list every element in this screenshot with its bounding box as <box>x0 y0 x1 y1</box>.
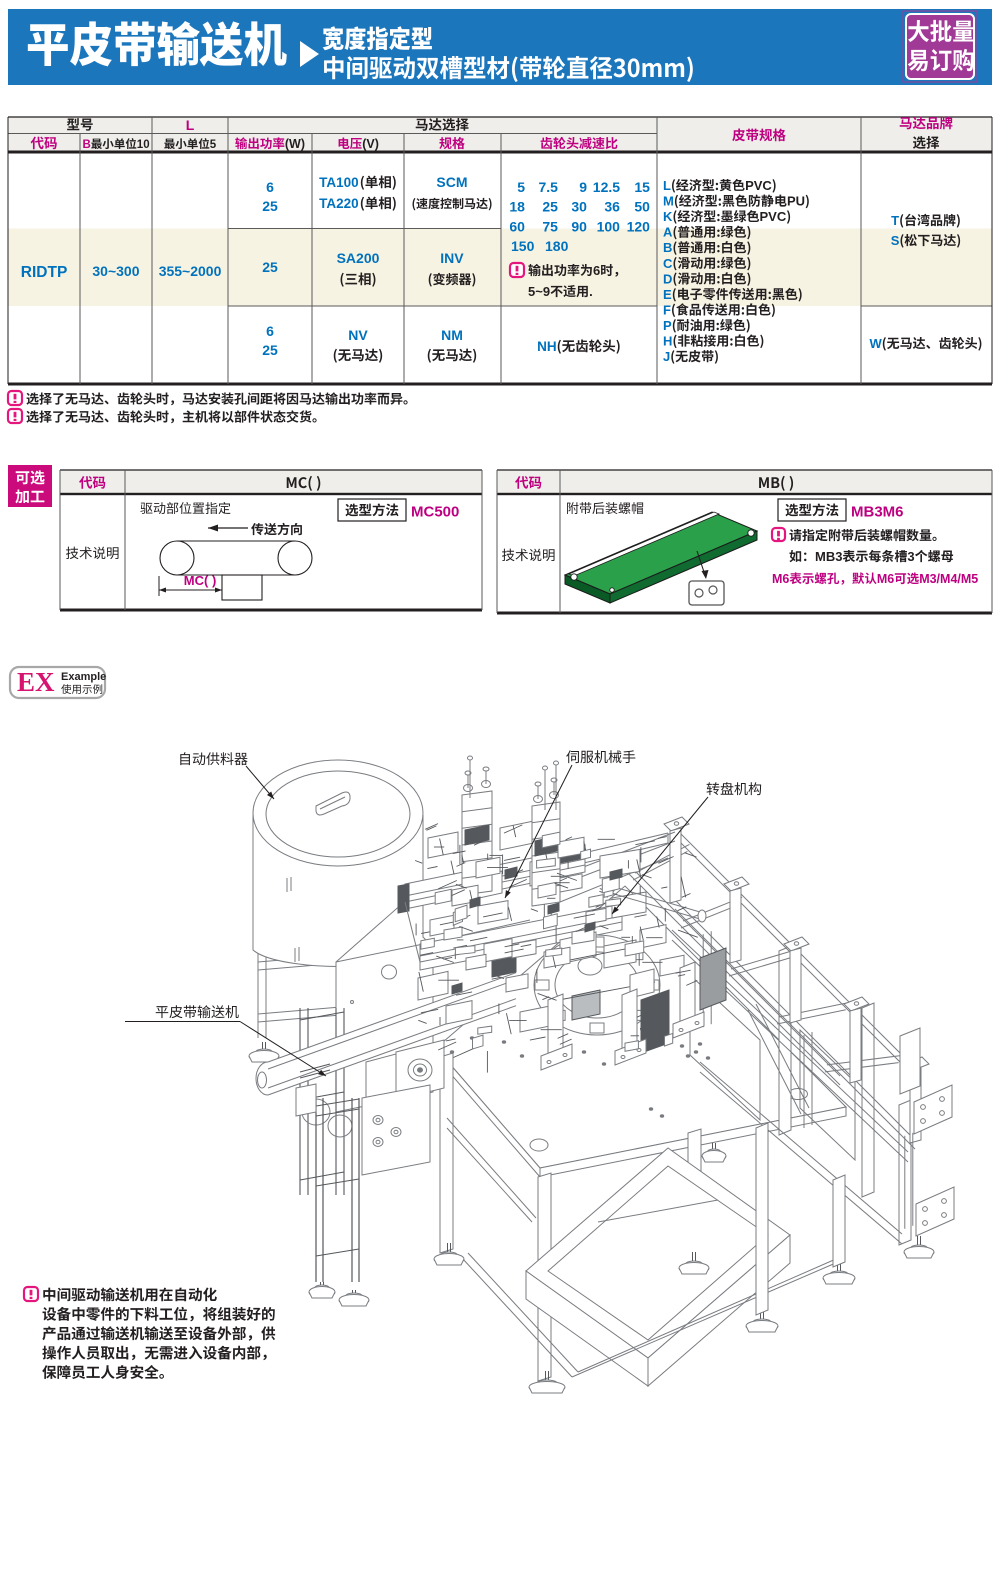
svg-text:5~9: 5~9 <box>528 284 550 299</box>
svg-text:PVC: PVC <box>745 178 772 193</box>
svg-text:PU: PU <box>787 194 805 209</box>
svg-text:25: 25 <box>262 198 278 214</box>
svg-text:MC500: MC500 <box>411 504 459 521</box>
svg-text:(W): (W) <box>285 137 305 151</box>
svg-text:90: 90 <box>571 218 587 234</box>
svg-text:150: 150 <box>511 238 535 254</box>
svg-text:TA220: TA220 <box>319 196 359 211</box>
svg-text:NH: NH <box>537 339 557 354</box>
svg-text:9: 9 <box>579 179 587 195</box>
svg-text:120: 120 <box>627 218 651 234</box>
svg-text:SA200: SA200 <box>337 250 380 266</box>
svg-text:M: M <box>663 194 674 209</box>
svg-text:100: 100 <box>597 218 621 234</box>
svg-text:10: 10 <box>137 139 150 151</box>
svg-text:6: 6 <box>266 179 274 195</box>
svg-text:D: D <box>663 271 672 286</box>
svg-text:B: B <box>663 240 672 255</box>
svg-text:SCM: SCM <box>436 174 467 190</box>
svg-text:M6: M6 <box>877 572 894 586</box>
svg-text:RIDTP: RIDTP <box>21 264 68 281</box>
svg-text:NM: NM <box>441 327 463 343</box>
svg-text:P: P <box>663 318 672 333</box>
svg-text:MB3M6: MB3M6 <box>851 504 904 521</box>
svg-text:T: T <box>891 213 899 228</box>
svg-text:3: 3 <box>907 549 914 564</box>
svg-text:25: 25 <box>262 259 278 275</box>
svg-text:K: K <box>663 209 673 224</box>
svg-text:MC( ): MC( ) <box>184 573 217 588</box>
svg-text:MB3: MB3 <box>815 549 842 564</box>
svg-text:EX: EX <box>17 667 55 697</box>
svg-text:12.5: 12.5 <box>593 179 620 195</box>
svg-text:30~300: 30~300 <box>92 263 139 279</box>
svg-text:NV: NV <box>348 327 368 343</box>
svg-text:W: W <box>870 336 883 351</box>
svg-text:B: B <box>83 139 91 151</box>
svg-text:75: 75 <box>542 218 558 234</box>
svg-text:TA100: TA100 <box>319 175 359 190</box>
svg-text:6: 6 <box>266 323 274 339</box>
svg-text:INV: INV <box>440 250 464 266</box>
svg-text:.: . <box>589 284 593 299</box>
svg-text:H: H <box>663 334 672 349</box>
svg-text:Example: Example <box>61 671 106 683</box>
svg-text:E: E <box>663 287 672 302</box>
svg-text:355~2000: 355~2000 <box>159 263 222 279</box>
svg-text:25: 25 <box>262 342 278 358</box>
svg-text:5: 5 <box>517 179 525 195</box>
svg-text:30: 30 <box>571 199 587 215</box>
svg-text:A: A <box>663 225 673 240</box>
svg-text:5: 5 <box>210 139 217 151</box>
svg-text:25: 25 <box>542 199 558 215</box>
svg-text:(V): (V) <box>362 137 379 151</box>
svg-text:50: 50 <box>634 199 650 215</box>
svg-text:6: 6 <box>593 263 600 278</box>
svg-text:36: 36 <box>604 199 620 215</box>
svg-text:M6: M6 <box>772 572 789 586</box>
svg-text:18: 18 <box>509 199 525 215</box>
svg-text:7.5: 7.5 <box>539 179 559 195</box>
svg-text:L: L <box>663 178 671 193</box>
svg-text:L: L <box>186 117 195 133</box>
svg-text:S: S <box>891 233 900 248</box>
svg-text:F: F <box>663 302 671 317</box>
svg-text:180: 180 <box>545 238 569 254</box>
svg-text:M3/M4/M5: M3/M4/M5 <box>919 572 978 586</box>
svg-text:C: C <box>663 256 673 271</box>
svg-text:J: J <box>663 349 670 364</box>
svg-text:60: 60 <box>509 218 525 234</box>
svg-text:PVC: PVC <box>760 209 787 224</box>
svg-text:15: 15 <box>634 179 650 195</box>
